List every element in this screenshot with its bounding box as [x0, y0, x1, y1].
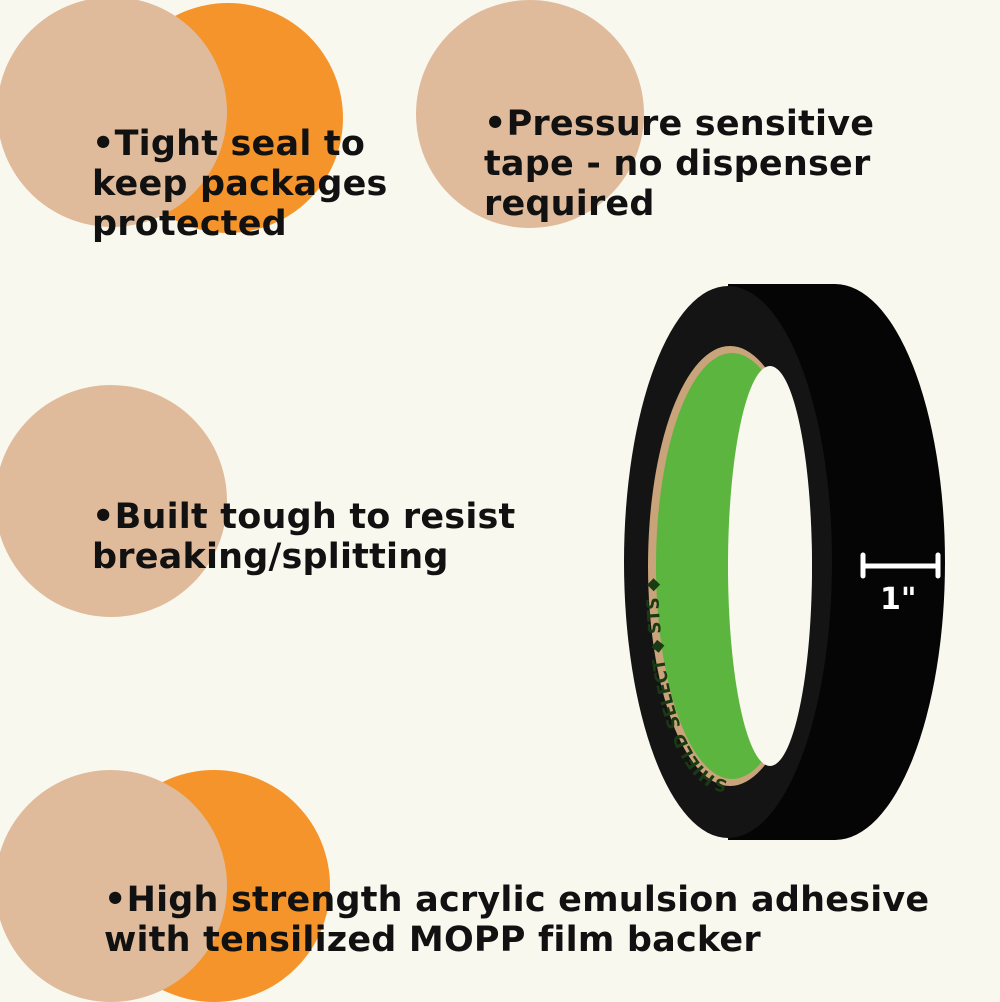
feature-high-strength: •High strength acrylic emulsion adhesive… [104, 880, 929, 960]
feature-line: breaking/splitting [92, 537, 449, 577]
feature-line: tape - no dispenser [484, 144, 871, 184]
feature-line: •High strength acrylic emulsion adhesive [104, 880, 930, 920]
feature-line: keep packages [92, 164, 388, 204]
width-label: 1" [880, 582, 917, 617]
feature-built-tough: •Built tough to resist breaking/splittin… [92, 497, 515, 577]
decor-circle-beige-middle [0, 385, 227, 617]
width-dimension-marker [860, 552, 941, 579]
decor-circle-beige-top-left [0, 0, 227, 227]
tape-core-hole [728, 366, 812, 766]
feature-tight-seal: •Tight seal to keep packages protected [92, 124, 388, 244]
decor-circle-beige-bottom [0, 770, 227, 1002]
feature-line: required [484, 184, 655, 224]
feature-line: protected [92, 204, 287, 244]
feature-line: •Tight seal to [92, 124, 366, 164]
feature-line: with tensilized MOPP film backer [104, 920, 761, 960]
decor-circle-beige-top-right [416, 0, 644, 228]
feature-pressure-sensitive: •Pressure sensitive tape - no dispenser … [484, 104, 874, 224]
feature-line: •Pressure sensitive [484, 104, 875, 144]
feature-line: •Built tough to resist [92, 497, 516, 537]
